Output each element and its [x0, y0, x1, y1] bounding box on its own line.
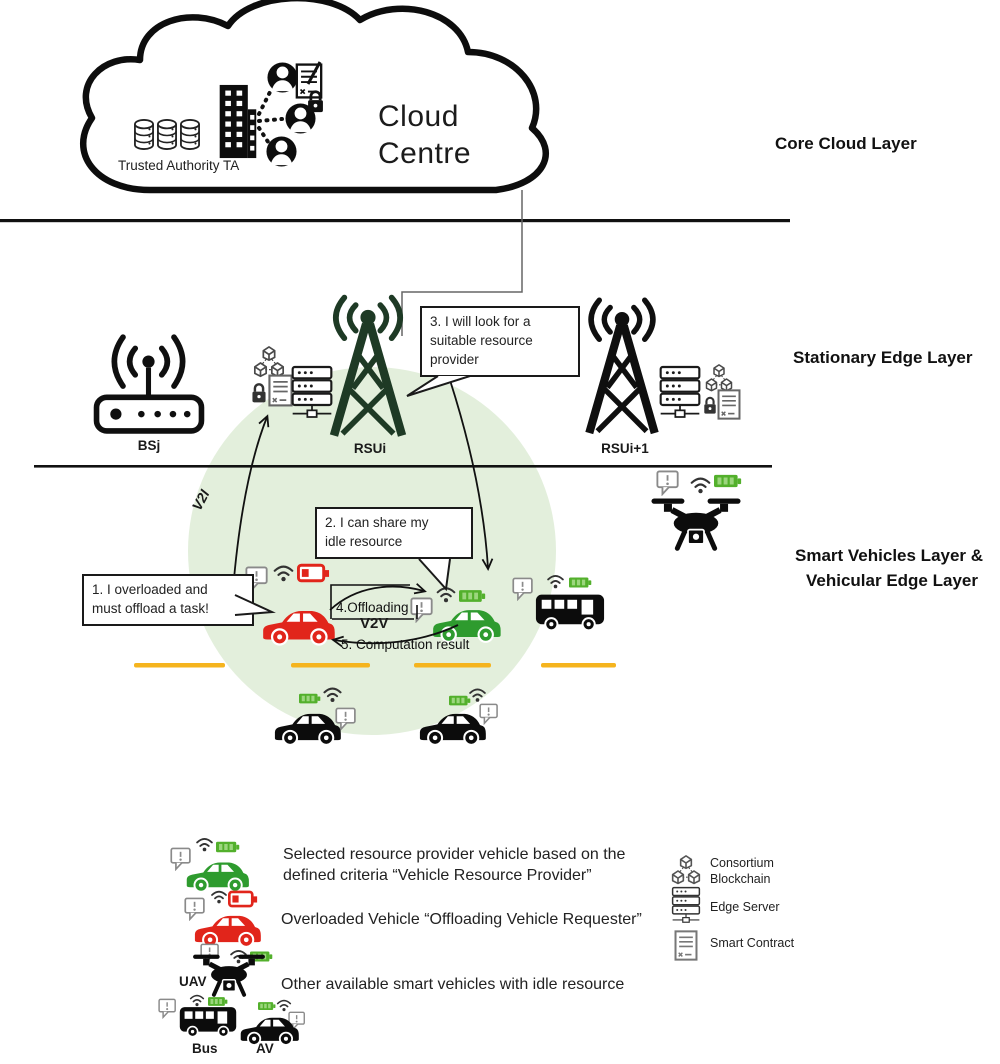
- uav-label: UAV: [179, 974, 207, 989]
- layer-label-core: Core Cloud Layer: [775, 134, 917, 153]
- cloud-group: [79, 0, 550, 194]
- bubble-line: 3. I will look for a: [430, 314, 531, 329]
- blockchain-icon: [253, 346, 285, 378]
- smart-contract-icon: [717, 389, 741, 420]
- offloading-arrow: [329, 583, 427, 611]
- bubble-line: suitable resource: [430, 332, 533, 348]
- lock-icon: [251, 383, 267, 404]
- battery-low-icon: [228, 890, 258, 908]
- battery-full-icon: [208, 997, 228, 1006]
- cloud-title-line1: Cloud: [378, 100, 459, 133]
- offloading-bracket: [330, 584, 410, 619]
- wifi-icon: [276, 999, 292, 1012]
- battery-full-icon: [258, 1002, 276, 1010]
- legend-overloaded: Overloaded Vehicle “Offloading Vehicle R…: [281, 911, 642, 928]
- requester-car-icon: [193, 914, 262, 948]
- battery-full-icon: [569, 577, 592, 588]
- v2i-arrow: [232, 414, 270, 591]
- speech-bubble-share: 2. I can share my idle resource: [315, 507, 473, 559]
- legend-consortium-line1: Consortium: [710, 856, 774, 870]
- legend-av-icon: [239, 999, 305, 1046]
- wifi-icon: [690, 477, 711, 494]
- bubble-line: idle resource: [325, 533, 403, 549]
- speech-bubble-lookup: 3. I will look for a suitable resource p…: [420, 306, 580, 377]
- av-label: AV: [256, 1041, 274, 1056]
- offloading-label: 4.Offloading: [336, 600, 409, 615]
- legend-requester-icon: [184, 890, 262, 948]
- smart-contract-icon: [268, 374, 293, 407]
- bus-label: Bus: [192, 1041, 218, 1056]
- v2v-label: V2V: [360, 615, 389, 632]
- base-station-icon: [97, 337, 202, 431]
- database-icon: [133, 118, 155, 151]
- legend-others: Other available smart vehicles with idle…: [281, 976, 625, 993]
- pen-icon: [306, 61, 322, 85]
- legend-provider-icon: [170, 838, 250, 893]
- lock-icon: [703, 396, 717, 415]
- bus-icon: [178, 1006, 238, 1038]
- divider-edge-vehicle: [34, 465, 772, 468]
- wifi-icon: [211, 890, 227, 904]
- message-icon: [479, 703, 498, 725]
- message-icon: [158, 998, 176, 1019]
- message-icon: [184, 897, 205, 921]
- legend-edge-server-icon: [671, 886, 701, 923]
- uav-group: [651, 470, 742, 548]
- battery-full-icon: [216, 841, 240, 853]
- legend-blockchain-icon: [671, 855, 701, 885]
- rsu-next-group: [589, 300, 741, 433]
- result-arrow: [331, 624, 459, 648]
- bubble-line: provider: [430, 351, 479, 367]
- battery-low-icon: [297, 563, 330, 583]
- result-label: 5. Computation result: [341, 637, 470, 652]
- bubble-line: must offload a task!: [92, 600, 209, 616]
- layer-label-smart-1: Smart Vehicles Layer &: [795, 546, 984, 565]
- legend-edge-server: Edge Server: [710, 900, 780, 914]
- user-icon: [266, 136, 297, 167]
- wifi-icon: [196, 838, 213, 852]
- battery-full-icon: [449, 695, 471, 706]
- edge-server-icon: [659, 365, 701, 419]
- provider-car-icon: [185, 861, 250, 893]
- trusted-authority-caption: Trusted Authority TA: [118, 158, 240, 173]
- legend-smart-contract-icon: [674, 930, 698, 961]
- road-markings: [134, 663, 616, 668]
- registration-links: [257, 86, 284, 150]
- legend-consortium-line2: Blockchain: [710, 872, 771, 886]
- message-icon: [170, 847, 191, 871]
- base-station-label: BSj: [137, 438, 161, 453]
- battery-full-icon: [299, 693, 321, 704]
- database-icon: [179, 118, 201, 151]
- uav-drone-icon: [651, 498, 740, 548]
- layer-label-smart-2: Vehicular Edge Layer: [806, 571, 978, 590]
- legend-provider-line2: defined criteria “Vehicle Resource Provi…: [283, 867, 592, 884]
- rsu-next-label: RSUi+1: [601, 441, 649, 456]
- legend-bus-icon: [158, 994, 238, 1038]
- bus-icon: [534, 593, 606, 632]
- message-icon: [656, 470, 679, 496]
- rsu-label: RSUi: [353, 441, 387, 456]
- layer-label-stationary: Stationary Edge Layer: [793, 348, 973, 367]
- blockchain-icon: [705, 364, 733, 392]
- bubble-line: 1. I overloaded and: [92, 582, 208, 597]
- divider-core-edge: [0, 219, 790, 223]
- legend-provider-line1: Selected resource provider vehicle based…: [283, 846, 626, 863]
- battery-full-icon: [459, 590, 486, 602]
- offloading-underline: [332, 605, 418, 620]
- cloud-title-line2: Centre: [378, 137, 472, 170]
- rsu-tower-icon: [589, 300, 654, 433]
- legend-smart-contract: Smart Contract: [710, 936, 795, 950]
- bubble-line: 2. I can share my: [325, 515, 429, 530]
- user-icon: [267, 62, 298, 93]
- speech-bubble-overloaded: 1. I overloaded and must offload a task!: [82, 574, 254, 626]
- battery-full-icon: [714, 474, 742, 488]
- wifi-icon: [189, 994, 205, 1007]
- database-icon: [156, 118, 178, 151]
